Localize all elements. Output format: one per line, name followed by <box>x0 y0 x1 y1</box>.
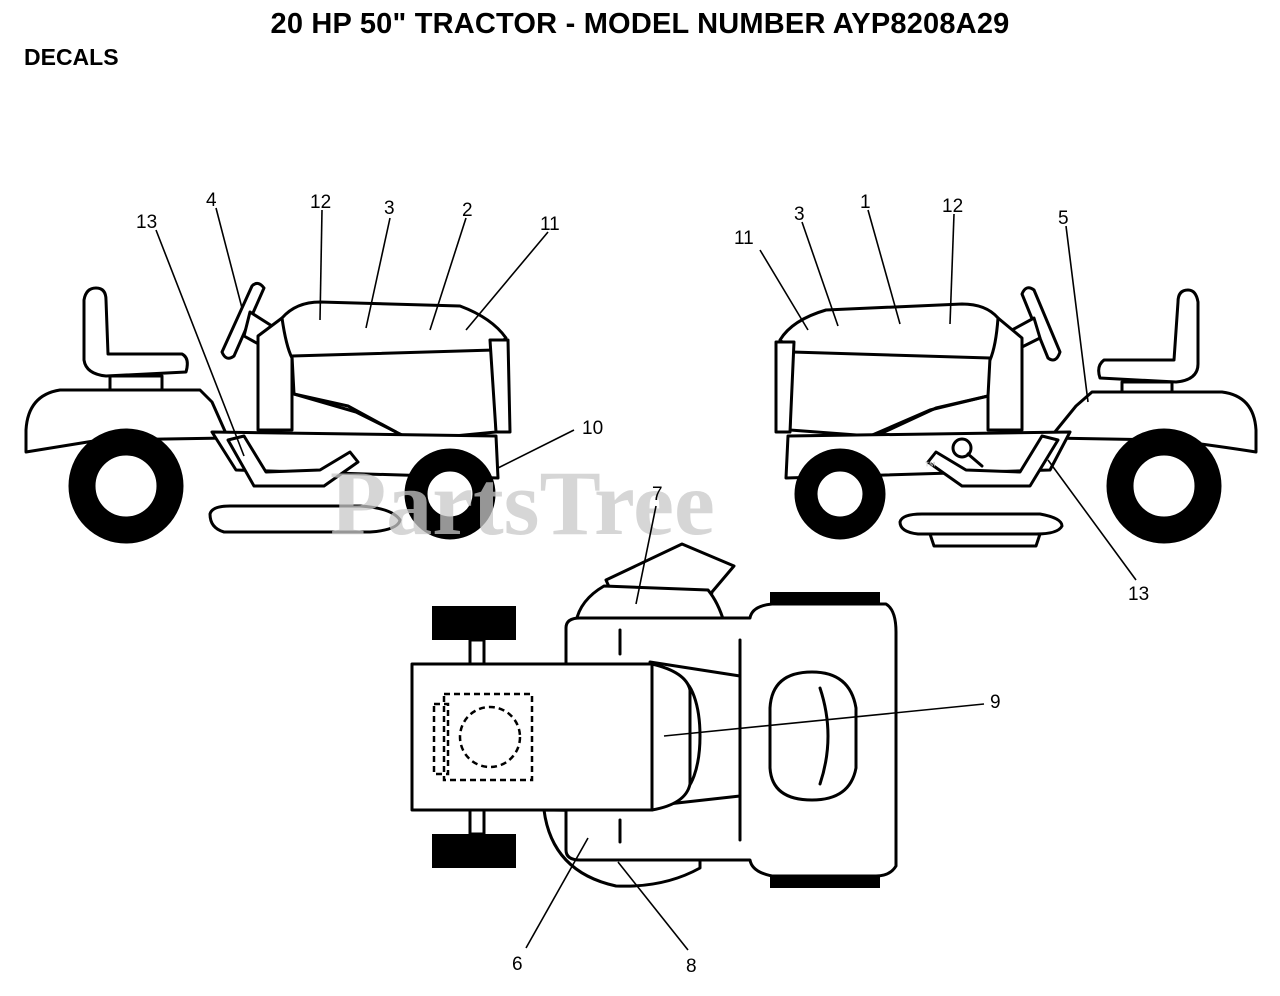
tractor-left-side-view <box>24 281 512 544</box>
callout-left-10: 10 <box>582 418 603 439</box>
watermark: PartsTree <box>330 452 715 554</box>
watermark-trademark: ™ <box>924 459 936 473</box>
callout-right-11: 11 <box>734 228 754 249</box>
mower-deck <box>208 504 402 534</box>
front-tire-bottom <box>432 834 516 868</box>
engine-outline <box>442 692 534 782</box>
grille <box>488 338 512 434</box>
callout-left-12: 12 <box>310 192 331 213</box>
callout-numbers: 13 4 12 3 2 11 10 11 3 1 12 5 13 7 9 6 8 <box>136 190 1149 977</box>
section-label: DECALS <box>24 44 119 70</box>
callout-top-9: 9 <box>990 692 1001 713</box>
hood-side <box>290 348 498 442</box>
callout-left-2: 2 <box>462 200 473 221</box>
callout-right-3: 3 <box>794 204 805 225</box>
callout-right-12: 12 <box>942 196 963 217</box>
seat-top <box>768 670 858 802</box>
tractor-right-side-view <box>774 286 1258 548</box>
seat <box>1097 288 1200 384</box>
seat <box>82 286 189 378</box>
callout-left-13: 13 <box>136 212 157 233</box>
rear-fender <box>1048 390 1258 454</box>
callout-top-8: 8 <box>686 956 697 977</box>
hood-top <box>280 300 508 360</box>
leader-lines <box>155 207 1137 951</box>
front-tire-top <box>432 606 516 640</box>
callout-right-13: 13 <box>1128 584 1149 605</box>
lift-lever <box>951 437 973 459</box>
diagram-title: 20 HP 50" TRACTOR - MODEL NUMBER AYP8208… <box>270 8 1010 40</box>
grille <box>774 340 796 434</box>
mower-deck <box>898 512 1064 536</box>
hood-side <box>788 350 992 438</box>
callout-left-3: 3 <box>384 198 395 219</box>
tractor-top-view <box>410 542 898 888</box>
callout-left-11: 11 <box>540 214 560 235</box>
footrest <box>926 434 1060 488</box>
steering-wheel <box>220 281 266 360</box>
callout-top-7: 7 <box>652 484 663 505</box>
callout-left-4: 4 <box>206 190 217 211</box>
callout-right-5: 5 <box>1058 208 1069 229</box>
hood-top-view <box>410 662 692 812</box>
steering-wheel <box>1020 286 1062 362</box>
footrest <box>226 434 360 488</box>
callout-top-6: 6 <box>512 954 523 975</box>
callout-right-1: 1 <box>860 192 871 213</box>
